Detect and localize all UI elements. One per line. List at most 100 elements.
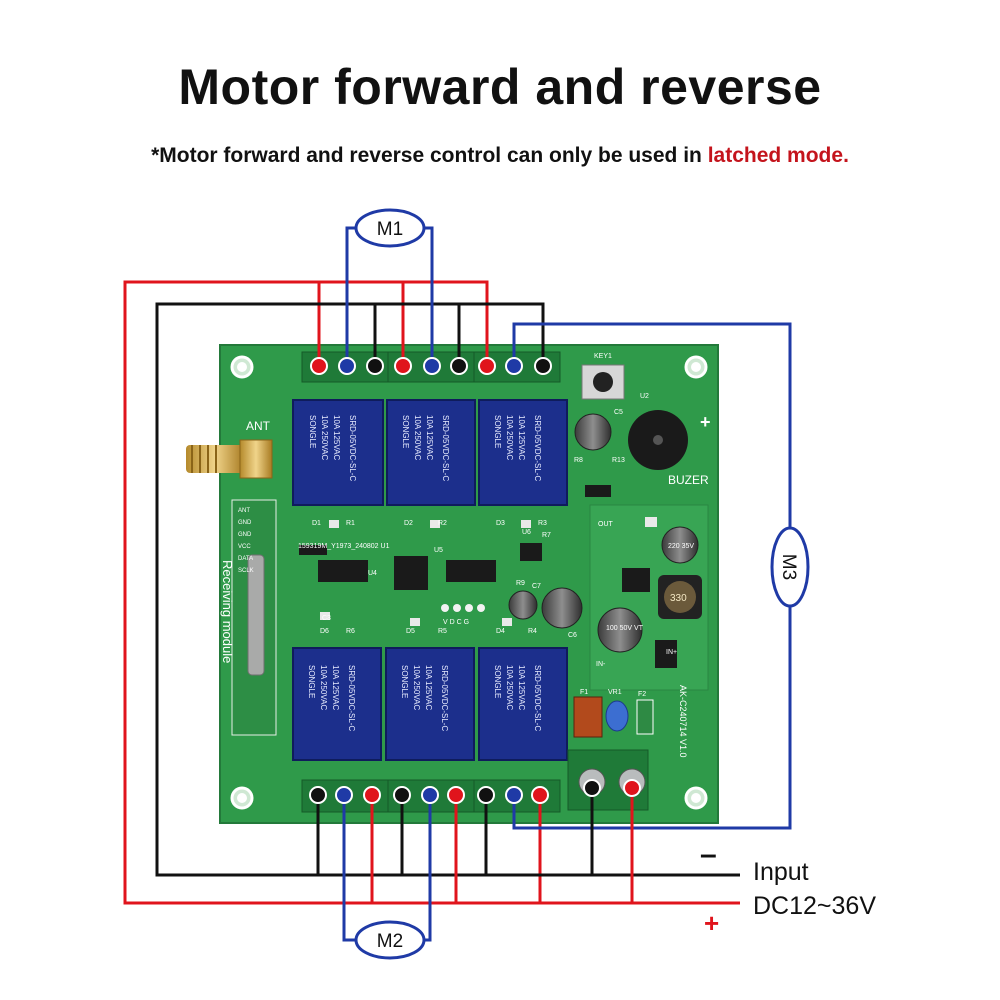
wire-blue-m3-bottom [512, 606, 792, 830]
page-note: *Motor forward and reverse control can o… [0, 144, 1000, 168]
mounting-holes [230, 355, 708, 810]
pin-header: V D C G [441, 604, 485, 626]
svg-text:R7: R7 [542, 532, 551, 539]
svg-text:C7: C7 [532, 583, 541, 590]
note-prefix: *Motor forward and reverse control can o… [151, 144, 708, 167]
relay-4: SONGLE 10A 250VAC 10A 125VAC SRD-05VDC-S… [292, 647, 382, 761]
terminal-screws-top [310, 357, 552, 375]
wire-blue-m1-left [345, 226, 356, 362]
svg-text:D6: D6 [320, 628, 329, 635]
svg-text:10A 125VAC: 10A 125VAC [517, 665, 526, 710]
motor-m2-ellipse [354, 920, 426, 960]
terminal-screw [335, 786, 353, 804]
capacitor [661, 526, 699, 564]
wire-black-top-left [155, 302, 377, 877]
svg-text:10A 125VAC: 10A 125VAC [332, 415, 341, 460]
sma-nut [239, 439, 273, 479]
terminal-screw [421, 786, 439, 804]
svg-text:OUT: OUT [598, 521, 614, 528]
terminal-screw [363, 786, 381, 804]
buzer-label: BUZER [668, 473, 709, 487]
motor-m3: M3 [770, 526, 810, 608]
svg-text:C5: C5 [614, 409, 623, 416]
svg-text:10A 250VAC: 10A 250VAC [412, 665, 421, 710]
terminal-screws-bottom [309, 779, 641, 804]
mount-hole-center [237, 362, 247, 372]
motor-m2-label: M2 [377, 931, 403, 952]
terminal-screw [338, 357, 356, 375]
svg-text:U4: U4 [368, 570, 377, 577]
mount-hole-center [237, 793, 247, 803]
svg-text:SONGLE: SONGLE [493, 415, 502, 448]
key-label: KEY1 [594, 353, 612, 360]
terminal-screw [310, 357, 328, 375]
terminal-screw [366, 357, 384, 375]
wire-red-top-right [319, 280, 489, 362]
svg-text:10A 250VAC: 10A 250VAC [413, 415, 422, 460]
buzzer: BUZER [628, 410, 709, 487]
terminal-screw [477, 786, 495, 804]
minus-symbol: – [700, 838, 717, 871]
svg-text:R1: R1 [346, 520, 355, 527]
svg-text:D1: D1 [312, 520, 321, 527]
svg-text:100 50V VT: 100 50V VT [606, 625, 644, 632]
capacitor-c5 [574, 413, 612, 451]
motor-m3-label: M3 [778, 554, 799, 580]
capacitor [508, 590, 538, 620]
svg-text:U6: U6 [522, 529, 531, 536]
svg-text:D3: D3 [496, 520, 505, 527]
terminal-screw [309, 786, 327, 804]
module-label: Receiving module [220, 560, 235, 663]
pcb-version: AK-C240714 V1.0 [678, 685, 688, 758]
svg-text:D2: D2 [404, 520, 413, 527]
note-highlight: latched mode. [707, 144, 849, 167]
svg-text:ANT: ANT [238, 508, 250, 514]
svg-text:10A 250VAC: 10A 250VAC [320, 415, 329, 460]
motor-m3-ellipse [770, 526, 810, 608]
antenna-connector: ANT [186, 419, 273, 479]
svg-text:10A 125VAC: 10A 125VAC [517, 415, 526, 460]
pin-header-label: V D C G [443, 619, 469, 626]
module-crystal [247, 554, 265, 676]
svg-text:SRD-05VDC-SL-C: SRD-05VDC-SL-C [440, 665, 449, 731]
converter-components: 220 35V 330 100 50V VT OUT IN- IN+ [596, 517, 702, 668]
relay-2: SONGLE 10A 250VAC 10A 125VAC SRD-05VDC-S… [386, 399, 476, 506]
power-screw-negative [583, 779, 601, 797]
fuse-f1 [573, 696, 603, 738]
svg-text:10A 125VAC: 10A 125VAC [425, 415, 434, 460]
svg-text:R6: R6 [346, 628, 355, 635]
svg-text:SRD-05VDC-SL-C: SRD-05VDC-SL-C [348, 415, 357, 481]
power-screw-positive [623, 779, 641, 797]
ic-chip [318, 560, 368, 582]
svg-text:330: 330 [670, 593, 687, 604]
svg-text:10A 250VAC: 10A 250VAC [319, 665, 328, 710]
terminal-screw [447, 786, 465, 804]
svg-text:R8: R8 [574, 457, 583, 464]
svg-text:SRD-05VDC-SL-C: SRD-05VDC-SL-C [441, 415, 450, 481]
receiving-module: ANT GND GND VCC DATA SCLK Receiving modu… [220, 499, 277, 736]
plus-symbol: + [704, 908, 719, 938]
relay-1: SONGLE 10A 250VAC 10A 125VAC SRD-05VDC-S… [292, 399, 384, 506]
page-title: Motor forward and reverse [178, 59, 822, 115]
svg-text:R9: R9 [516, 580, 525, 587]
svg-text:10A 125VAC: 10A 125VAC [424, 665, 433, 710]
svg-text:220 35V: 220 35V [668, 543, 694, 550]
mid-components: V D C G 159319M_Y1973_240802 U1 AK-C2407… [298, 520, 688, 758]
designators: D1 D2 D3 D4 D5 D6 R1 R2 R3 R4 R5 R6 R7 R… [312, 393, 649, 639]
svg-text:D4: D4 [496, 628, 505, 635]
svg-text:R13: R13 [612, 457, 625, 464]
transistor [520, 543, 542, 561]
svg-text:IN-: IN- [596, 661, 606, 668]
terminal-screw [394, 357, 412, 375]
svg-text:R4: R4 [528, 628, 537, 635]
svg-text:SRD-05VDC-SL-C: SRD-05VDC-SL-C [347, 665, 356, 731]
svg-text:F1: F1 [580, 689, 588, 696]
terminal-screw [393, 786, 411, 804]
voltage-label: DC12~36V [753, 892, 876, 920]
capacitor [541, 587, 583, 629]
ant-label: ANT [246, 419, 271, 433]
terminal-screw [423, 357, 441, 375]
wires [123, 226, 792, 942]
svg-text:SRD-05VDC-SL-C: SRD-05VDC-SL-C [533, 665, 542, 731]
